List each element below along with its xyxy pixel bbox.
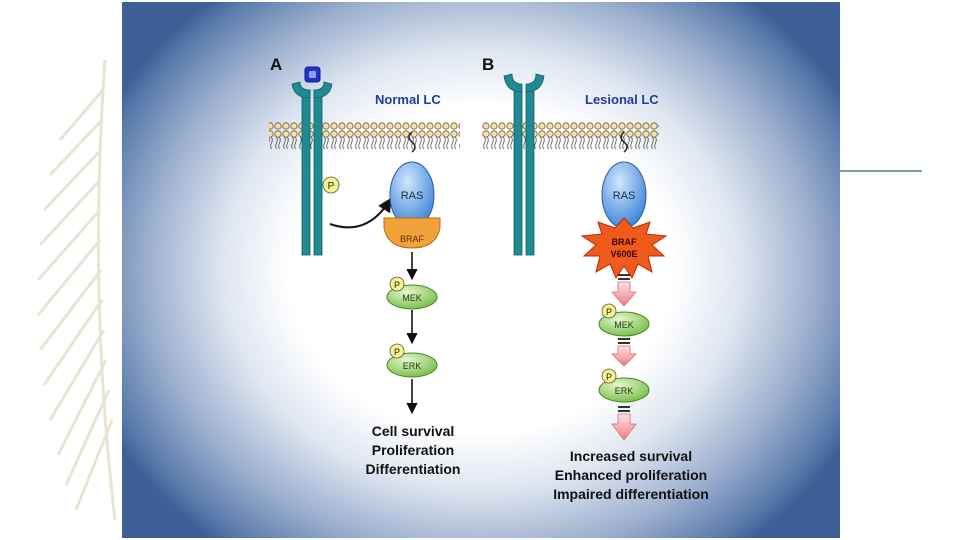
erk-a [386, 352, 438, 378]
outcome-b-2: Enhanced proliferation [555, 467, 707, 483]
phospho-receptor-a-label: P [328, 181, 335, 192]
braf-v600e-label-2: V600E [610, 249, 637, 259]
phospho-mek-a-label: P [394, 280, 400, 290]
braf-v600e-label-1: BRAF [612, 237, 637, 247]
phospho-receptor-a [322, 176, 340, 194]
phospho-mek-b [601, 303, 617, 319]
ras-a-label: RAS [401, 190, 424, 202]
cell-membrane-a [269, 119, 460, 151]
mek-b [598, 311, 650, 337]
erk-b [598, 377, 650, 403]
outcome-a-1: Cell survival [372, 423, 455, 439]
panel-b: B Lesional LC RAS BRAF V600E MEK P [482, 55, 709, 502]
figure-panel: A Normal LC P RAS BRAF MEK P [122, 2, 840, 538]
signal-arrow-b-1 [611, 274, 637, 307]
slide-divider-line [840, 170, 922, 172]
ligand-a-highlight [309, 71, 316, 78]
ras-b-label: RAS [613, 190, 636, 202]
mek-b-label: MEK [614, 320, 634, 330]
phospho-erk-b [601, 368, 617, 384]
erk-b-label: ERK [615, 386, 634, 396]
mek-a-label: MEK [402, 293, 422, 303]
panel-b-title: Lesional LC [585, 92, 659, 107]
braf-a-label: BRAF [400, 234, 425, 244]
phospho-mek-b-label: P [606, 307, 612, 317]
braf-a [383, 217, 441, 249]
outcome-a-2: Proliferation [372, 442, 454, 458]
panel-a-letter: A [270, 55, 282, 74]
phospho-erk-a [389, 343, 405, 359]
activation-arrow-a [329, 197, 392, 229]
outcome-b-1: Increased survival [570, 448, 692, 464]
braf-v600e-b [580, 217, 668, 280]
phospho-erk-b-label: P [606, 372, 612, 382]
outcome-b-3: Impaired differentiation [553, 486, 709, 502]
panel-a: A Normal LC P RAS BRAF MEK P [269, 55, 460, 477]
phospho-mek-a [389, 276, 405, 292]
receptor-b [503, 73, 545, 256]
cell-membrane-b [482, 119, 659, 151]
ras-tether-b [620, 131, 628, 153]
erk-a-label: ERK [403, 361, 422, 371]
receptor-a [291, 81, 333, 256]
signal-arrow-b-3 [611, 406, 637, 441]
signal-arrow-b-2 [611, 338, 637, 367]
ras-tether-a [408, 131, 416, 153]
phospho-erk-a-label: P [394, 347, 400, 357]
panel-a-title: Normal LC [375, 92, 441, 107]
panel-b-letter: B [482, 55, 494, 74]
mek-a [386, 284, 438, 310]
outcome-a-3: Differentiation [366, 461, 461, 477]
